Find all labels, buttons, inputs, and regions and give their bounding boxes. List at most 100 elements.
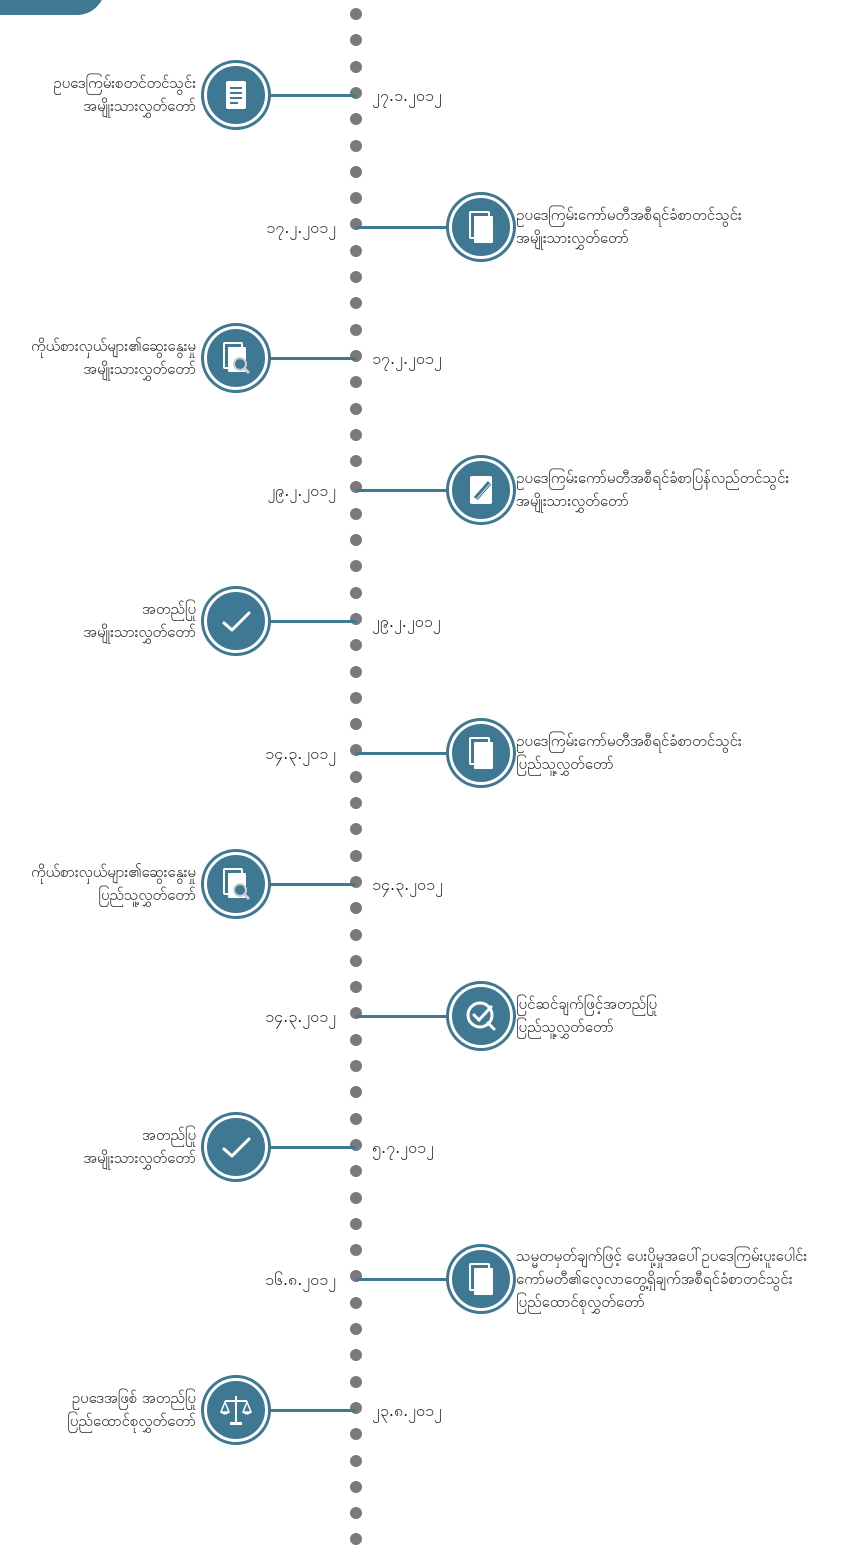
event-title: ပြင်ဆင်ချက်ဖြင့်အတည်ပြု <box>516 994 658 1013</box>
spine-dot <box>350 455 362 468</box>
event-chamber: ပြည်ထောင်စုလွှတ်တော် <box>516 1292 645 1311</box>
scales-icon <box>204 1378 268 1442</box>
spine-dot <box>350 1296 362 1309</box>
event-chamber: ပြည်သူ့လွှတ်တော် <box>516 1017 614 1036</box>
event-chamber: အမျိုးသားလွှတ်တော် <box>516 491 629 510</box>
spine-dot <box>350 1217 362 1230</box>
document-edit-icon <box>449 457 513 522</box>
spine-dot <box>350 244 362 257</box>
event-chamber: အမျိုးသားလွှတ်တော် <box>516 228 629 247</box>
event-title: ကိုယ်စားလှယ်များ၏ဆွေးနွေးမှု <box>31 863 196 881</box>
event-title: ဥပဒေအဖြစ် အတည်ပြု <box>71 1389 196 1407</box>
event-title: အတည်ပြု <box>142 600 196 618</box>
spine-dot <box>350 718 362 731</box>
spine-dot <box>350 770 362 783</box>
spine-dot <box>350 165 362 178</box>
event-date: ၁၄.၃.၂၀၁၂ <box>265 1006 336 1026</box>
spine-dot <box>350 1112 362 1125</box>
event-chamber: ပြည်သူ့လွှတ်တော် <box>98 886 196 904</box>
spine-dot <box>350 60 362 73</box>
event-chamber: အမျိုးသားလွှတ်တော် <box>83 623 196 641</box>
spine-dot <box>350 1454 362 1467</box>
spine-dot <box>350 797 362 809</box>
spine-dot <box>350 665 362 678</box>
spine-dot <box>350 586 362 599</box>
connector-line <box>356 225 450 229</box>
event-title: ဥပဒေကြမ်းကော်မတီအစီရင်ခံစာတင်သွင်း <box>516 731 742 750</box>
event-title: ဥပဒေကြမ်းစတင်တင်သွင်း <box>53 74 196 92</box>
spine-dot <box>350 639 362 652</box>
spine-dot <box>350 1191 362 1204</box>
spine-dot <box>350 612 362 625</box>
document-search-icon <box>204 852 268 916</box>
spine-dot <box>350 428 362 441</box>
spine-dot <box>350 507 362 520</box>
papers-icon <box>449 194 513 259</box>
connector-line <box>264 883 356 886</box>
spine-dot <box>350 560 362 573</box>
event-label: အတည်ပြုအမျိုးသားလွှတ်တော် <box>83 598 196 644</box>
spine-dot <box>350 218 362 231</box>
spine-dot <box>350 902 362 915</box>
papers-icon <box>449 1246 513 1311</box>
event-label: ကိုယ်စားလှယ်များ၏ဆွေးနွေးမှုပြည်သူ့လွှတ်… <box>31 861 196 907</box>
event-date: ၁၆.၈.၂၀၁၂ <box>264 1269 336 1289</box>
connector-line <box>356 488 450 492</box>
connector-line <box>264 1146 356 1149</box>
spine-dot <box>350 691 362 704</box>
event-date: ၂၉.၂.၂၀၁၂ <box>372 612 441 631</box>
spine-dot <box>350 1401 362 1414</box>
connector-line <box>356 751 450 755</box>
spine-dot <box>350 744 362 757</box>
event-date: ၁၇.၂.၂၀၁၂ <box>266 217 336 237</box>
spine-dot <box>350 192 362 205</box>
event-title: ဥပဒေကြမ်းကော်မတီအစီရင်ခံစာပြန်လည်တင်သွင်… <box>516 468 790 487</box>
spine-dot <box>350 875 362 888</box>
event-date: ၅.၇.၂၀၁၂ <box>372 1138 434 1157</box>
connector-line <box>264 357 356 360</box>
spine-dot <box>350 8 362 20</box>
spine-dot <box>350 1323 362 1335</box>
spine-dot <box>350 823 362 836</box>
event-chamber: အမျိုးသားလွှတ်တော် <box>83 360 196 378</box>
spine-dot <box>350 349 362 362</box>
event-label: ပြင်ဆင်ချက်ဖြင့်အတည်ပြုပြည်သူ့လွှတ်တော် <box>516 993 657 1039</box>
connector-line <box>264 620 356 623</box>
document-search-icon <box>204 326 268 390</box>
spine-dot <box>350 1165 362 1178</box>
checkmark-icon <box>204 589 268 653</box>
spine-dot <box>350 1060 362 1072</box>
event-label: ဥပဒေကြမ်းကော်မတီအစီရင်ခံစာတင်သွင်းပြည်သူ… <box>516 730 742 776</box>
spine-dot <box>350 113 362 126</box>
spine-dot <box>350 1244 362 1257</box>
event-chamber: ပြည်သူ့လွှတ်တော် <box>516 754 614 773</box>
document-icon <box>204 63 268 127</box>
spine-dot <box>350 481 362 494</box>
spine-dot <box>350 323 362 336</box>
event-label: ကိုယ်စားလှယ်များ၏ဆွေးနွေးမှုအမျိုးသားလွှ… <box>31 335 196 381</box>
spine-dot <box>350 1349 362 1362</box>
event-label: ဥပဒေကြမ်းကော်မတီအစီရင်ခံစာပြန်လည်တင်သွင်… <box>516 467 789 513</box>
spine-dot <box>350 1007 362 1020</box>
event-title: ကိုယ်စားလှယ်များ၏ဆွေးနွေးမှု <box>31 337 196 355</box>
event-label: အတည်ပြုအမျိုးသားလွှတ်တော် <box>83 1124 196 1170</box>
event-date: ၁၄.၃.၂၀၁၂ <box>265 743 336 763</box>
spine-dot <box>350 271 362 283</box>
papers-icon <box>449 720 513 785</box>
spine-dot <box>350 1086 362 1099</box>
spine-dot <box>350 376 362 389</box>
spine-dot <box>350 402 362 415</box>
corner-tab <box>0 0 105 15</box>
check-bubble-icon <box>449 983 513 1048</box>
spine-dot <box>350 1270 362 1283</box>
event-date: ၂၉.၂.၂၀၁၂ <box>267 480 336 500</box>
event-title: သမ္မတမှတ်ချက်ဖြင့် ပေးပို့မှုအပေါ်ဥပဒေကြ… <box>516 1246 807 1265</box>
spine-dot <box>350 849 362 862</box>
spine-dot <box>350 1138 362 1151</box>
event-title-line2: ကော်မတီ၏လေ့လာတွေ့ရှိချက်အစီရင်ခံစာတင်သွင… <box>516 1269 793 1288</box>
event-date: ၁၄.၃.၂၀၁၂ <box>372 875 443 894</box>
spine-dot <box>350 954 362 967</box>
spine-dot <box>350 928 362 941</box>
event-label: ဥပဒေကြမ်းကော်မတီအစီရင်ခံစာတင်သွင်းအမျိုး… <box>516 204 742 250</box>
